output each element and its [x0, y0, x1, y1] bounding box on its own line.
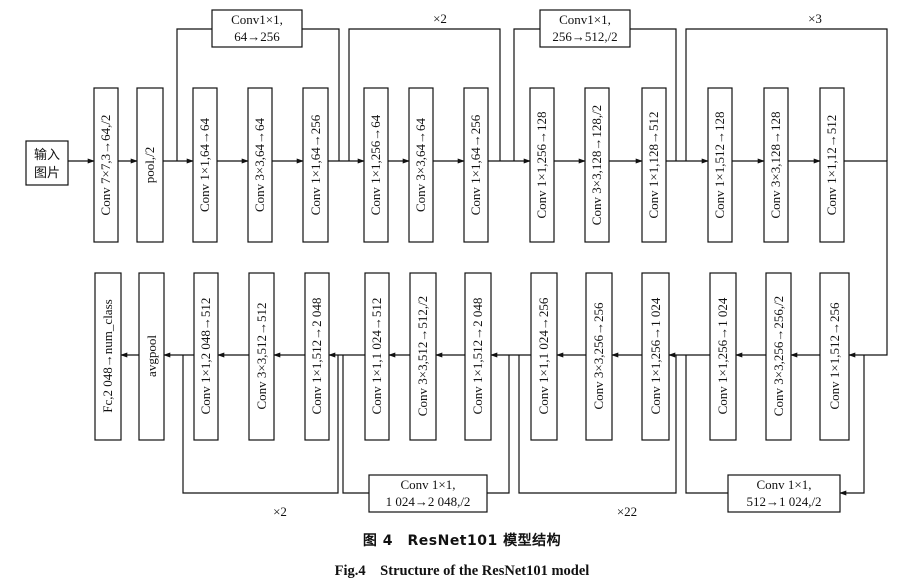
stage4-block-2: Conv 3×3,128→128 [763, 87, 789, 243]
stage2-block-1-label: Conv 1×1,256→64 [368, 114, 383, 215]
stage5-block-1-label: Conv 1×1,512→256 [827, 302, 842, 410]
stage6-block-1-label: Conv 1×1,1 024→256 [536, 297, 551, 414]
stem-pool-label: pool,/2 [142, 147, 157, 183]
stage6-block-2-label: Conv 3×3,256→256 [591, 302, 606, 410]
stage8-block-1: Conv 1×1,2 048→512 [193, 272, 219, 441]
stage7-block-3: Conv 1×1,512→2 048 [464, 272, 492, 441]
head-fc-node: Fc,2 048→num_class [94, 272, 122, 441]
stage1-block-2: Conv 3×3,64→64 [247, 87, 273, 243]
stage4-block-1-label: Conv 1×1,512→128 [712, 111, 727, 218]
stage8-block-2: Conv 3×3,512→512 [248, 272, 275, 441]
stage8-block-3: Conv 1×1,512→2 048 [304, 272, 330, 441]
stage3-block-1-label: Conv 1×1,256→128 [534, 111, 549, 218]
stage1-shortcut-line2: 64→256 [234, 29, 280, 44]
stage8-block-1-label: Conv 1×1,2 048→512 [198, 298, 213, 415]
stage4-repeat-label: ×3 [808, 11, 822, 26]
stage2-block-1: Conv 1×1,256→64 [363, 87, 389, 243]
stage1-block-1-label: Conv 1×1,64→64 [197, 118, 212, 213]
stage2-repeat-label: ×2 [433, 11, 447, 26]
stage5-block-1: Conv 1×1,512→256 [819, 272, 850, 441]
stage2-block-2: Conv 3×3,64→64 [408, 87, 434, 243]
stage7-shortcut-line2: 1 024→2 048,/2 [386, 494, 471, 509]
stage4-block-2-label: Conv 3×3,128→128 [768, 111, 783, 218]
figure-caption-en: Fig.4 Structure of the ResNet101 model [334, 563, 590, 579]
stem-pool-node: pool,/2 [136, 87, 164, 243]
input-image-node: 输入 图片 [25, 140, 69, 186]
head-fc-label: Fc,2 048→num_class [100, 299, 115, 412]
stage5-shortcut-line2: 512→1 024,/2 [746, 494, 821, 509]
stage5-shortcut-box: Conv 1×1, 512→1 024,/2 [727, 474, 841, 513]
stage2-block-3-label: Conv 1×1,64→256 [468, 114, 483, 215]
input-label-line1: 输入 [34, 147, 60, 163]
stage5-block-3: Conv 1×1,256→1 024 [709, 272, 737, 441]
stage5-block-3-label: Conv 1×1,256→1 024 [715, 297, 730, 414]
stage7-block-2: Conv 3×3,512→512,/2 [409, 272, 437, 441]
stage6-block-3: Conv 1×1,256→1 024 [641, 272, 670, 441]
stage2-block-2-label: Conv 3×3,64→64 [413, 118, 428, 213]
head-avgpool-node: avgpool [138, 272, 165, 441]
stage4-block-3: Conv 1×1,12→512 [819, 87, 845, 243]
stage1-shortcut-box: Conv1×1, 64→256 [211, 9, 303, 48]
stage7-block-2-label: Conv 3×3,512→512,/2 [415, 296, 430, 416]
stage3-shortcut-line2: 256→512,/2 [552, 29, 617, 44]
stage5-block-2: Conv 3×3,256→256,/2 [765, 272, 792, 441]
stage2-block-3: Conv 1×1,64→256 [463, 87, 489, 243]
stage1-block-3: Conv 1×1,64→256 [302, 87, 329, 243]
stage6-repeat-label: ×22 [617, 504, 637, 519]
stage5-shortcut-line1: Conv 1×1, [756, 477, 811, 492]
stage4-block-1: Conv 1×1,512→128 [707, 87, 733, 243]
bottom-row-connections [120, 352, 865, 496]
stage3-block-2-label: Conv 3×3,128→128,/2 [589, 105, 604, 225]
stage8-block-2-label: Conv 3×3,512→512 [254, 302, 269, 409]
stage3-block-3: Conv 1×1,128→512 [641, 87, 667, 243]
head-avgpool-label: avgpool [144, 335, 159, 377]
stage6-block-3-label: Conv 1×1,256→1 024 [648, 297, 663, 414]
stage8-repeat-label: ×2 [273, 504, 287, 519]
stage4-block-3-label: Conv 1×1,12→512 [824, 115, 839, 216]
stem-conv-node: Conv 7×7,3→64,/2 [93, 87, 119, 243]
stage5-block-2-label: Conv 3×3,256→256,/2 [771, 296, 786, 416]
stage1-block-3-label: Conv 1×1,64→256 [308, 114, 323, 215]
stage6-block-2: Conv 3×3,256→256 [585, 272, 613, 441]
stage7-block-1: Conv 1×1,1 024→512 [364, 272, 390, 441]
stage1-shortcut-line1: Conv1×1, [231, 12, 283, 27]
stage6-block-1: Conv 1×1,1 024→256 [530, 272, 558, 441]
figure-caption-cn: 图 4 ResNet101 模型结构 [362, 533, 562, 549]
top-row-connections [68, 28, 888, 358]
stage3-block-2: Conv 3×3,128→128,/2 [584, 87, 610, 243]
stage1-block-2-label: Conv 3×3,64→64 [252, 118, 267, 213]
stage1-block-1: Conv 1×1,64→64 [192, 87, 218, 243]
stage3-block-3-label: Conv 1×1,128→512 [646, 111, 661, 218]
stage7-block-1-label: Conv 1×1,1 024→512 [369, 298, 384, 415]
stem-conv-label: Conv 7×7,3→64,/2 [98, 115, 113, 216]
stage7-shortcut-line1: Conv 1×1, [400, 477, 455, 492]
stage3-shortcut-box: Conv1×1, 256→512,/2 [539, 9, 631, 48]
stage3-shortcut-line1: Conv1×1, [559, 12, 611, 27]
stage7-block-3-label: Conv 1×1,512→2 048 [470, 298, 485, 415]
input-label-line2: 图片 [34, 166, 60, 181]
stage8-block-3-label: Conv 1×1,512→2 048 [309, 298, 324, 415]
stage7-shortcut-box: Conv 1×1, 1 024→2 048,/2 [368, 474, 488, 513]
stage3-block-1: Conv 1×1,256→128 [529, 87, 555, 243]
